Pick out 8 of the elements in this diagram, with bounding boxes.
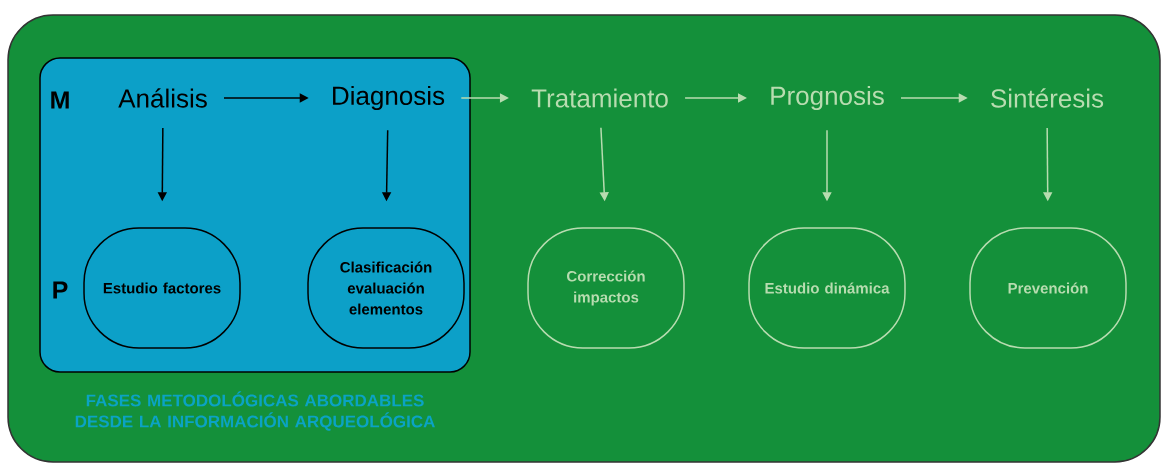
phase-heading: Sintéresis	[991, 88, 1104, 108]
row-letter: M	[51, 91, 69, 109]
arrow	[684, 93, 747, 103]
phase-heading: Prognosis	[771, 85, 884, 111]
phase-heading: Diagnosis	[333, 85, 445, 111]
phase-heading: Tratamiento	[531, 88, 668, 108]
phase-heading: Análisis	[118, 88, 207, 108]
panel-caption: FASES METODOLÓGICAS ABORDABLES DESDE LA INFORMACIÓN ARQUEOLÓGICA	[75, 391, 435, 431]
